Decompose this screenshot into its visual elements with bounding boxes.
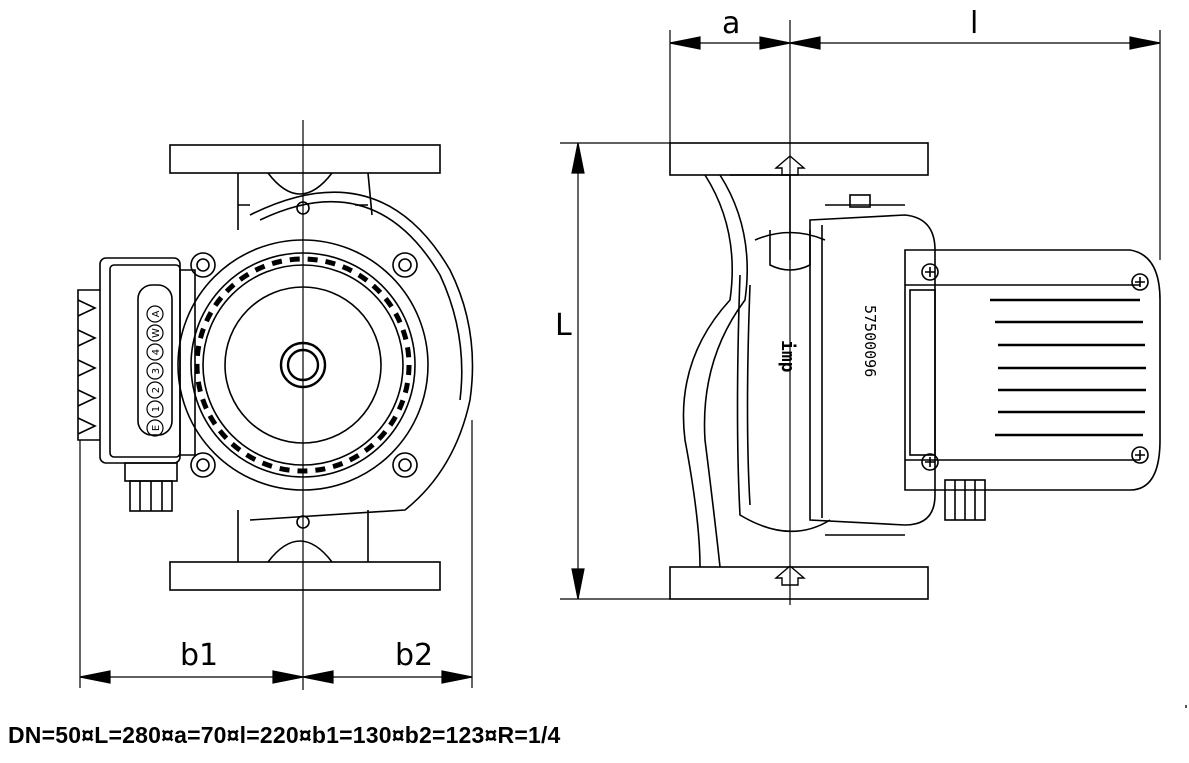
dimension-label-b1: b1 bbox=[180, 638, 218, 673]
dimensions bbox=[79, 30, 1161, 688]
side-top-flange bbox=[669, 142, 929, 176]
side-motor-casing bbox=[809, 214, 936, 526]
terminal-symbol-ring bbox=[146, 419, 164, 437]
dimension-label-L: L bbox=[555, 308, 572, 343]
side-motor-fins bbox=[990, 298, 1146, 437]
terminal-symbol-ring bbox=[146, 324, 164, 342]
terminal-symbol-label: W bbox=[151, 328, 162, 338]
terminal-symbol-label: 3 bbox=[151, 368, 162, 374]
terminal-symbol-ring bbox=[146, 381, 164, 399]
stray-mark bbox=[1185, 705, 1187, 708]
terminal-symbol-label: 2 bbox=[151, 387, 162, 393]
terminal-symbol-label: 4 bbox=[151, 349, 162, 355]
terminal-symbol-ring bbox=[146, 400, 164, 418]
front-bolts bbox=[190, 201, 418, 529]
front-cooling-slots bbox=[194, 256, 412, 474]
dimension-label-l: l bbox=[970, 6, 978, 41]
terminal-symbol-ring bbox=[146, 305, 164, 323]
nameplate-serial: 57500096 bbox=[861, 305, 879, 377]
front-casing-outer bbox=[177, 239, 429, 491]
pump-technical-drawing: E 1 2 3 4 W A bbox=[77, 6, 1161, 690]
front-view: E 1 2 3 4 W A bbox=[77, 120, 474, 690]
front-shaft-outer bbox=[279, 341, 327, 389]
terminal-symbols: E 1 2 3 4 W A bbox=[146, 305, 164, 437]
side-bottom-flange bbox=[669, 566, 929, 600]
terminal-symbol-ring bbox=[146, 343, 164, 361]
side-motor-head bbox=[904, 249, 1161, 491]
front-terminal-box bbox=[77, 257, 196, 512]
front-bottom-flange bbox=[169, 561, 441, 591]
nameplate-brand: imp bbox=[777, 340, 798, 373]
terminal-symbol-label: 1 bbox=[151, 406, 162, 412]
front-top-flange bbox=[169, 144, 441, 174]
spec-caption: DN=50¤L=280¤a=70¤l=220¤b1=130¤b2=123¤R=1… bbox=[8, 722, 561, 748]
dimension-label-a: a bbox=[722, 6, 740, 41]
terminal-symbol-label: E bbox=[151, 425, 162, 431]
terminal-symbol-ring bbox=[146, 362, 164, 380]
side-view bbox=[669, 20, 1161, 605]
terminal-symbol-label: A bbox=[151, 310, 162, 317]
dimension-label-b2: b2 bbox=[395, 638, 433, 673]
